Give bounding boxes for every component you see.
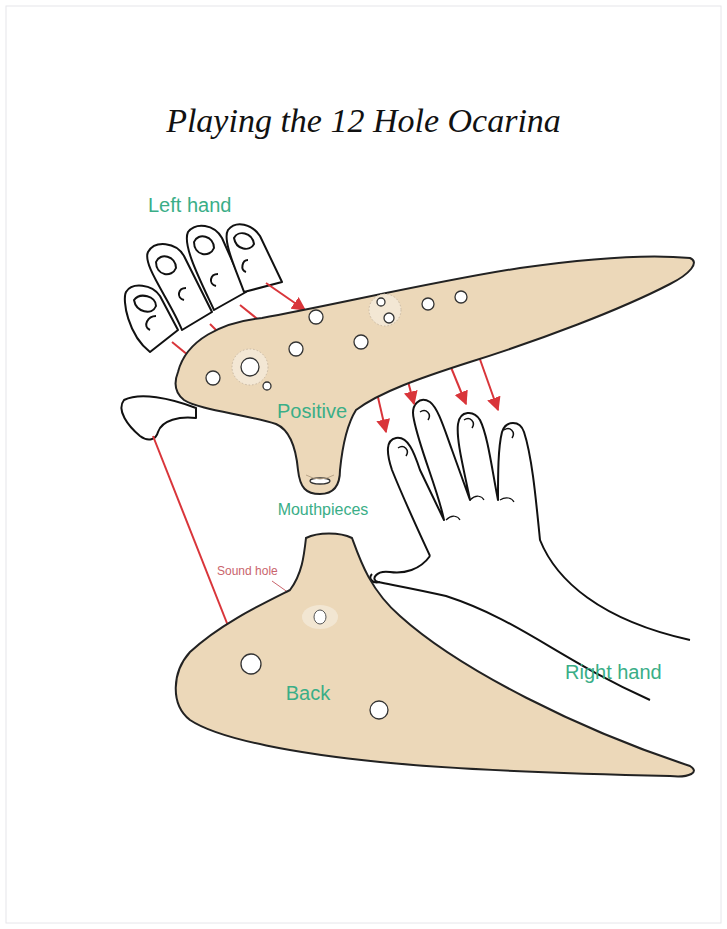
part-label: Mouthpieces (278, 501, 369, 519)
hand-label: Right hand (565, 661, 662, 683)
view-label: Back (286, 682, 330, 704)
ocarina-body: Positive (165, 245, 705, 500)
view-label: Positive (277, 400, 347, 422)
part-label: Sound hole (217, 565, 278, 578)
title: Playing the 12 Hole Ocarina (0, 102, 727, 139)
ocarina-outline (165, 245, 705, 500)
hand-label: Left hand (148, 194, 231, 216)
